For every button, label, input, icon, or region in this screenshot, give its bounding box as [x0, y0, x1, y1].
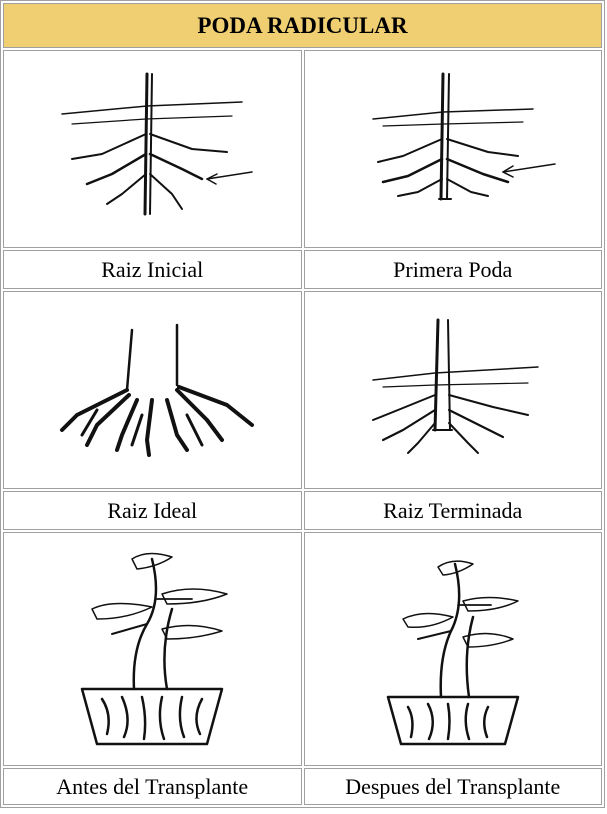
caption-raiz-ideal: Raiz Ideal [3, 491, 302, 530]
image-cell-primera-poda [304, 50, 603, 248]
root-ideal-drawing-icon [37, 305, 267, 475]
image-cell-raiz-terminada [304, 291, 603, 489]
image-cell-raiz-ideal [3, 291, 302, 489]
bonsai-before-transplant-drawing-icon [52, 539, 252, 759]
caption-despues-transplante: Despues del Transplante [304, 768, 603, 805]
caption-antes-transplante: Antes del Transplante [3, 768, 302, 805]
bonsai-after-transplant-drawing-icon [353, 539, 553, 759]
image-cell-raiz-inicial [3, 50, 302, 248]
caption-raiz-inicial: Raiz Inicial [3, 250, 302, 289]
image-cell-antes-transplante [3, 532, 302, 766]
image-cell-despues-transplante [304, 532, 603, 766]
root-first-pruning-drawing-icon [343, 64, 563, 234]
root-initial-drawing-icon [42, 64, 262, 234]
caption-raiz-terminada: Raiz Terminada [304, 491, 603, 530]
caption-primera-poda: Primera Poda [304, 250, 603, 289]
table-title: PODA RADICULAR [3, 3, 602, 48]
root-finished-drawing-icon [343, 305, 563, 475]
